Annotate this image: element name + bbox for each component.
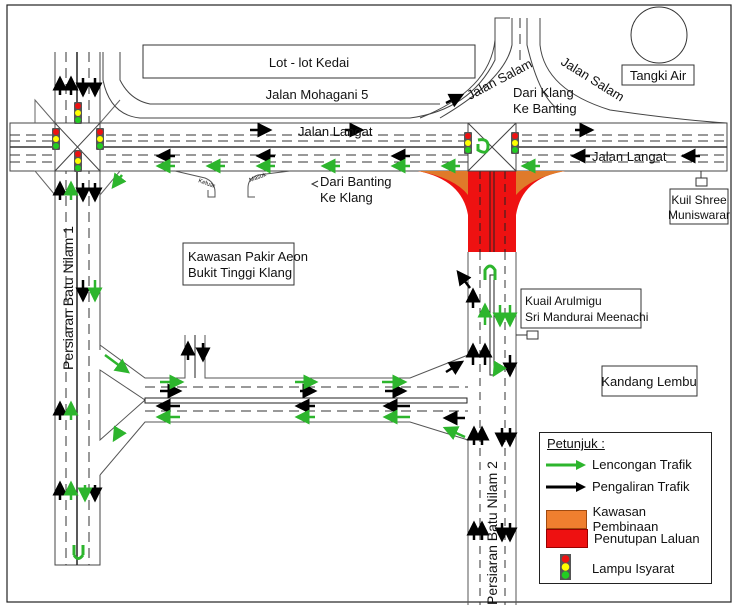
from-banting-label-2: Ke Klang <box>320 190 373 205</box>
jalan-langat-west-label: Jalan Langat <box>298 124 373 139</box>
from-klang-label-1: Dari Klang <box>513 85 574 100</box>
route-closure-zone <box>418 171 565 252</box>
legend-item-closure: Penutupan Laluan <box>546 529 700 548</box>
shop-lots-block <box>142 44 476 79</box>
legend-item-signal: Lampu Isyarat <box>546 553 674 584</box>
jalan-langat-road <box>9 122 728 172</box>
exit-label: Keluar <box>197 178 215 190</box>
traffic-signal-icon <box>96 128 104 150</box>
traffic-signal-icon <box>546 553 586 584</box>
map-frame <box>6 4 732 603</box>
cattle-shed-label: Kandang Lembu <box>601 374 696 389</box>
u-turn-icons <box>72 138 497 560</box>
temple-shree-label-2: Muniswarar <box>668 208 730 222</box>
parking-label-1: Kawasan Pakir Aeon <box>188 249 308 264</box>
traffic-diversion-arrows <box>63 158 540 503</box>
jalan-salam-road <box>419 18 728 124</box>
orange-swatch-icon <box>546 509 587 529</box>
temple-arulmigu-label-1: Kuail Arulmigu <box>525 294 602 308</box>
traffic-signal-icon <box>52 128 60 150</box>
black-arrow-icon <box>546 481 586 493</box>
legend-item-flow: Pengaliran Trafik <box>546 479 690 494</box>
intersection-east <box>467 122 517 172</box>
temple-shree-label-1: Kuil Shree <box>671 193 727 207</box>
batu-nilam-1-label: Persiaran Batu Nilam 1 <box>60 226 76 370</box>
legend-title: Petunjuk : <box>547 436 605 451</box>
traffic-signal-icon <box>511 132 519 154</box>
parking-label-2: Bukit Tinggi Klang <box>188 265 292 280</box>
jalan-mohagani-label: Jalan Mohagani 5 <box>266 87 369 102</box>
entry-label: Masuk <box>249 172 269 184</box>
water-tank-circle <box>630 6 688 64</box>
legend: Petunjuk : Lencongan Trafik Pengaliran T… <box>539 432 712 584</box>
driveways <box>174 170 291 198</box>
temple-arulmigu-connector <box>516 330 539 340</box>
from-klang-label-2: Ke Banting <box>513 101 577 116</box>
link-road <box>99 335 469 476</box>
red-swatch-icon <box>546 529 588 548</box>
batu-nilam-2-label: Persiaran Batu Nilam 2 <box>484 461 500 605</box>
from-banting-label-1: Dari Banting <box>320 174 392 189</box>
shop-lots-label: Lot - lot Kedai <box>269 55 349 70</box>
legend-item-diversion: Lencongan Trafik <box>546 457 692 472</box>
green-arrow-icon <box>546 459 586 471</box>
jalan-langat-east-label: Jalan Langat <box>592 149 667 164</box>
jalan-mohagani-road <box>102 17 510 119</box>
traffic-flow-arrows <box>52 75 700 543</box>
legend-item-construction: Kawasan Pembinaan <box>546 504 711 534</box>
traffic-signal-icon <box>74 150 82 172</box>
traffic-signal-icon <box>464 132 472 154</box>
temple-shree-connector <box>695 171 708 187</box>
u-turn-icon <box>476 138 490 154</box>
u-turn-icon <box>72 545 85 560</box>
u-turn-icon <box>483 264 497 280</box>
traffic-signal-icon <box>74 102 82 124</box>
temple-arulmigu-label-2: Sri Mandurai Meenachi <box>525 310 648 324</box>
water-tank-label: Tangki Air <box>630 68 687 83</box>
